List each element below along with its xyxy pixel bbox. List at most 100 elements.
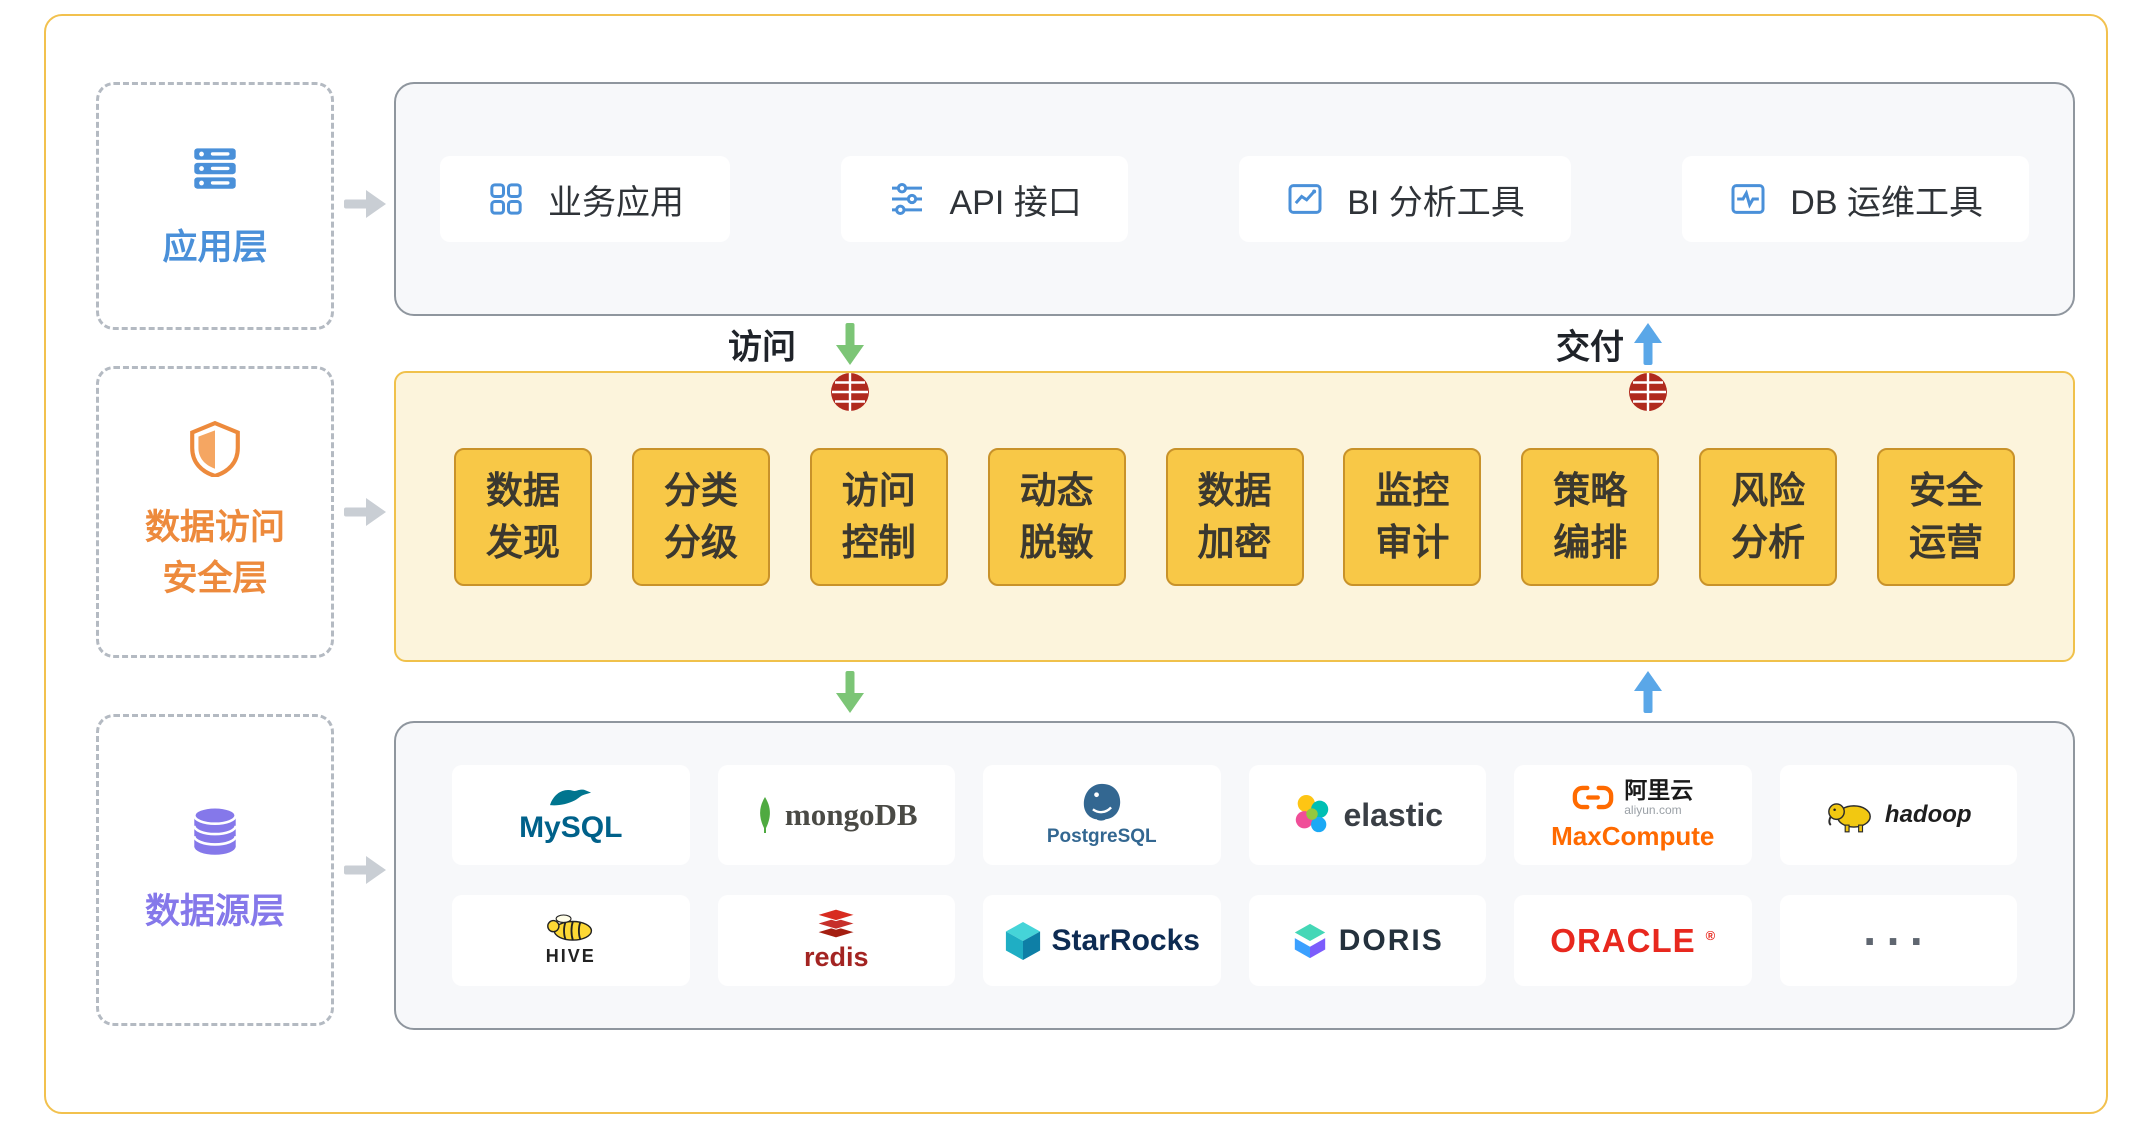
security-layer-label-box: 数据访问 安全层: [96, 366, 334, 658]
capability-line: 加密: [1197, 521, 1272, 563]
capability-line: 审计: [1375, 521, 1450, 563]
deliver-flow-label: 交付: [1556, 328, 1624, 367]
green-down-arrow-top: [836, 323, 864, 365]
mysql-logo-text: MySQL: [519, 810, 623, 844]
mongodb-leaf-icon: [760, 797, 770, 834]
app-card-label: DB 运维工具: [1790, 183, 1983, 222]
security-gateway-icon-right: [1629, 373, 1667, 411]
database-icon: [192, 805, 238, 855]
hadoop-logo-text: hadoop: [1884, 801, 1972, 829]
hadoop-logo: hadoop: [1825, 798, 1972, 833]
capability-line: 风险: [1731, 470, 1806, 512]
source-layer-box: MySQL mongoDB PostgreSQL: [394, 721, 2075, 1030]
source-card-elastic: elastic: [1248, 765, 1486, 866]
oracle-logo: ORACLE ®: [1550, 922, 1715, 960]
source-layer-label: 数据源层: [144, 891, 285, 931]
source-card-more: ···: [1779, 895, 2017, 986]
source-card-hive: HIVE: [452, 895, 690, 986]
elastic-cluster-icon: [1296, 795, 1329, 833]
postgresql-logo-text: PostgreSQL: [1046, 826, 1157, 848]
capability-risk-analysis: 风险 分析: [1699, 447, 1838, 586]
mysql-dolphin-icon: [549, 789, 591, 805]
elastic-logo-text: elastic: [1343, 796, 1444, 833]
capability-data-discovery: 数据 发现: [454, 447, 592, 586]
doris-logo-text: DORIS: [1338, 923, 1444, 957]
source-card-starrocks: StarRocks: [983, 895, 1221, 986]
capability-line: 发现: [486, 521, 560, 563]
aliyun-brand-row: 阿里云 aliyun.com: [1572, 778, 1693, 816]
access-flow-label: 访问: [728, 328, 796, 367]
app-layer-box: 业务应用 API 接口 BI 分析工具 DB 运维工具: [394, 82, 2075, 316]
aliyun-bracket-icon: [1572, 785, 1614, 810]
capability-dynamic-masking: 动态 脱敏: [987, 447, 1126, 586]
server-stack-icon: [194, 147, 236, 189]
sliders-icon: [892, 182, 923, 215]
source-card-oracle: ORACLE ®: [1514, 895, 1752, 986]
app-layer-label: 应用层: [162, 227, 268, 267]
postgresql-logo: PostgreSQL: [1047, 782, 1157, 848]
connector-arrow-security: [344, 498, 386, 526]
app-card-label: API 接口: [949, 183, 1082, 222]
app-card-db-ops: DB 运维工具: [1682, 156, 2029, 242]
connector-arrow-source: [344, 856, 386, 884]
capability-line: 分析: [1731, 521, 1806, 563]
capability-line: 策略: [1553, 470, 1628, 512]
security-layer-label-line2: 安全层: [162, 559, 268, 598]
doris-logo: DORIS: [1291, 922, 1444, 960]
capability-classification: 分类 分级: [631, 447, 770, 586]
source-card-doris: DORIS: [1248, 895, 1486, 986]
redis-logo-text: redis: [803, 941, 869, 972]
capability-access-control: 访问 控制: [809, 447, 948, 586]
capability-encryption: 数据 加密: [1165, 447, 1304, 586]
redis-logo: redis: [803, 908, 869, 973]
redis-stack-icon: [815, 908, 858, 938]
capability-line: 脱敏: [1019, 521, 1094, 563]
app-layer-label-box: 应用层: [96, 82, 334, 330]
more-sources-ellipsis: ···: [1863, 914, 1934, 967]
source-card-mysql: MySQL: [452, 765, 690, 866]
capability-line: 分级: [663, 521, 738, 563]
mysql-logo: MySQL: [519, 786, 622, 845]
capability-line: 数据: [486, 470, 560, 512]
capability-line: 编排: [1553, 521, 1628, 563]
maxcompute-logo: 阿里云 aliyun.com MaxCompute: [1551, 778, 1714, 851]
hive-logo-text: HIVE: [545, 946, 596, 967]
aliyun-sub-text: aliyun.com: [1624, 802, 1682, 817]
starrocks-logo: StarRocks: [1004, 920, 1200, 962]
connector-arrow-app: [344, 190, 386, 218]
source-card-maxcompute: 阿里云 aliyun.com MaxCompute: [1514, 765, 1752, 866]
capability-line: 控制: [841, 521, 916, 563]
blue-up-arrow-bottom: [1634, 671, 1662, 713]
capability-line: 安全: [1909, 470, 1983, 512]
blue-up-arrow-top: [1634, 323, 1662, 365]
security-layer-label-line1: 数据访问: [144, 508, 285, 548]
source-layer-label-box: 数据源层: [96, 714, 334, 1026]
oracle-logo-text: ORACLE: [1550, 921, 1696, 959]
capability-line: 数据: [1197, 470, 1272, 512]
app-card-label: BI 分析工具: [1347, 183, 1525, 222]
security-gateway-icon-left: [831, 373, 869, 411]
capability-line: 监控: [1375, 470, 1450, 512]
mongodb-logo: mongoDB: [755, 796, 918, 834]
maxcompute-logo-text: MaxCompute: [1551, 820, 1715, 851]
capability-policy-orchestration: 策略 编排: [1521, 447, 1660, 586]
app-card-label: 业务应用: [548, 183, 684, 222]
db-monitor-icon: [1731, 184, 1765, 214]
aliyun-brand-text: 阿里云 aliyun.com: [1624, 777, 1694, 817]
hive-logo: HIVE: [545, 914, 597, 967]
app-card-api: API 接口: [841, 156, 1128, 242]
aliyun-cn-text: 阿里云: [1624, 777, 1694, 804]
mongodb-logo-text: mongoDB: [784, 797, 918, 833]
app-card-business: 业务应用: [440, 156, 730, 242]
security-layer-box: 数据 发现 分类 分级 访问 控制 动态 脱敏 数据 加密 监控 审计 策略 编…: [394, 371, 2075, 662]
capability-line: 运营: [1909, 521, 1983, 563]
capability-security-operations: 安全 运营: [1877, 447, 2015, 586]
capability-line: 访问: [841, 470, 916, 512]
hadoop-elephant-icon: [1828, 802, 1871, 833]
starrocks-cube-icon: [1005, 921, 1040, 960]
green-down-arrow-bottom: [836, 671, 864, 713]
hive-bee-icon: [546, 914, 592, 941]
capability-line: 动态: [1019, 470, 1094, 512]
source-card-mongodb: mongoDB: [717, 765, 955, 866]
